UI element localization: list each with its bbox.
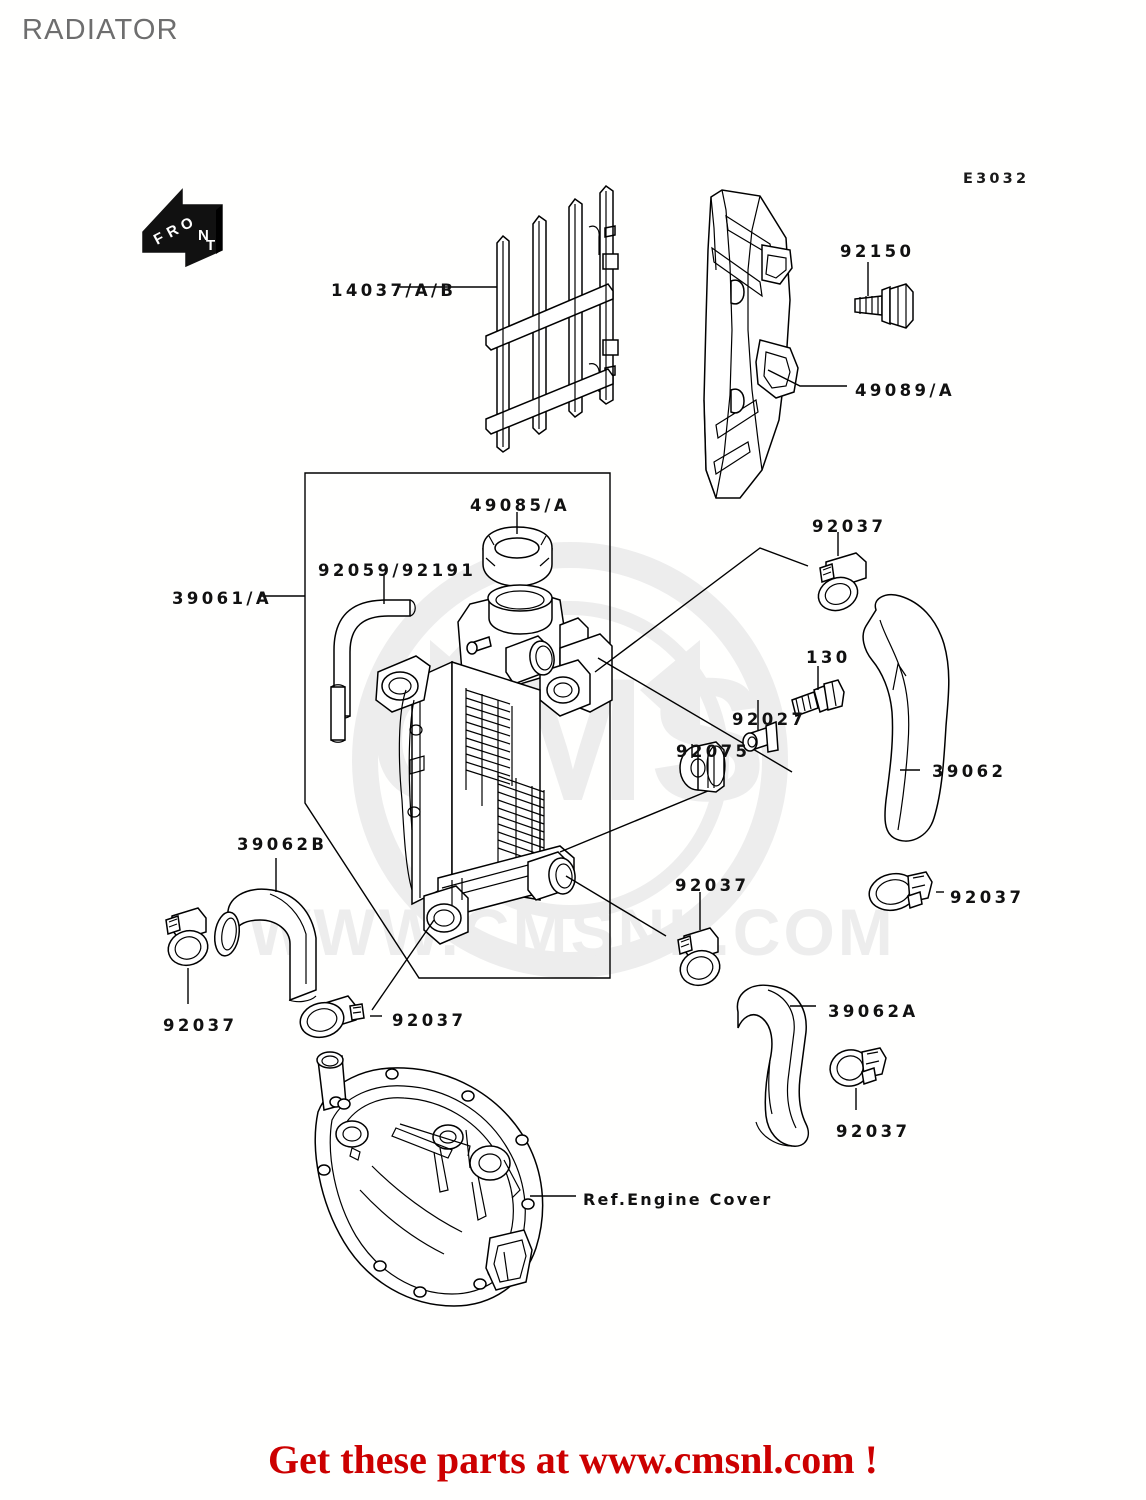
part-label-39062B[interactable]: 39062B <box>237 835 328 854</box>
leader-92075 <box>559 785 721 853</box>
part-label-92037-top[interactable]: 92037 <box>812 517 887 536</box>
assembly-box <box>304 472 611 979</box>
part-label-92059-92191[interactable]: 92059/92191 <box>318 561 477 580</box>
part-label-92037-left[interactable]: 92037 <box>163 1016 238 1035</box>
radiator-core-art <box>375 584 613 945</box>
hose-clamp-mid-art <box>677 927 721 987</box>
lower-radiator-hose-art <box>736 984 810 1147</box>
part-label-92037-right[interactable]: 92037 <box>950 888 1025 907</box>
part-label-39061[interactable]: 39061/A <box>172 589 272 608</box>
part-label-14037[interactable]: 14037/A/B <box>331 281 457 300</box>
part-label-49089[interactable]: 49089/A <box>855 381 955 400</box>
part-label-92037-lower-right[interactable]: 92037 <box>836 1122 911 1141</box>
hose-clamp-left-art <box>165 907 209 967</box>
part-label-92027[interactable]: 92027 <box>732 710 807 729</box>
elbow-hose-art <box>213 888 317 1003</box>
front-arrow-icon: F R O N T <box>142 188 223 268</box>
footer-cta[interactable]: Get these parts at www.cmsnl.com ! <box>268 1437 878 1482</box>
part-label-130[interactable]: 130 <box>806 648 851 667</box>
svg-text:CMS: CMS <box>370 643 771 838</box>
overflow-hose-art <box>330 599 416 743</box>
hose-clamp-right-art <box>868 871 933 912</box>
diagram-code: E3032 <box>963 171 1030 187</box>
part-label-39062A[interactable]: 39062A <box>828 1002 919 1021</box>
svg-text:T: T <box>206 237 215 254</box>
hose-clamp-top-art <box>817 552 867 612</box>
leader-clamp-bottom <box>371 919 435 1011</box>
part-label-92037-bottom[interactable]: 92037 <box>392 1011 467 1030</box>
part-label-49085[interactable]: 49085/A <box>470 496 570 515</box>
hose-clamp-bottom-art <box>299 995 365 1039</box>
radiator-cap-art <box>482 526 553 587</box>
radiator-grille-art <box>485 184 619 453</box>
leader-49089 <box>767 369 847 387</box>
shroud-bolt-art <box>854 283 914 329</box>
leader-clamp-mid <box>565 875 667 937</box>
hose-clamp-lower-right-art <box>829 1047 887 1087</box>
part-label-39062[interactable]: 39062 <box>932 762 1007 781</box>
svg-text:O: O <box>178 214 197 235</box>
part-label-92150[interactable]: 92150 <box>840 242 915 261</box>
upper-radiator-hose-art <box>862 594 950 842</box>
svg-text:F: F <box>151 229 167 248</box>
part-label-engine-cover-ref[interactable]: Ref.Engine Cover <box>583 1190 773 1209</box>
radiator-shroud-art <box>703 189 799 499</box>
part-label-92037-mid[interactable]: 92037 <box>675 876 750 895</box>
page-title: RADIATOR <box>22 14 179 46</box>
watermark-url: WWW.CMSNL.COM <box>248 895 896 969</box>
svg-text:R: R <box>164 221 182 241</box>
svg-text:N: N <box>198 227 209 244</box>
leader-clamp-top <box>594 547 809 673</box>
part-label-92075[interactable]: 92075 <box>676 742 751 761</box>
engine-cover-art <box>314 1051 544 1307</box>
